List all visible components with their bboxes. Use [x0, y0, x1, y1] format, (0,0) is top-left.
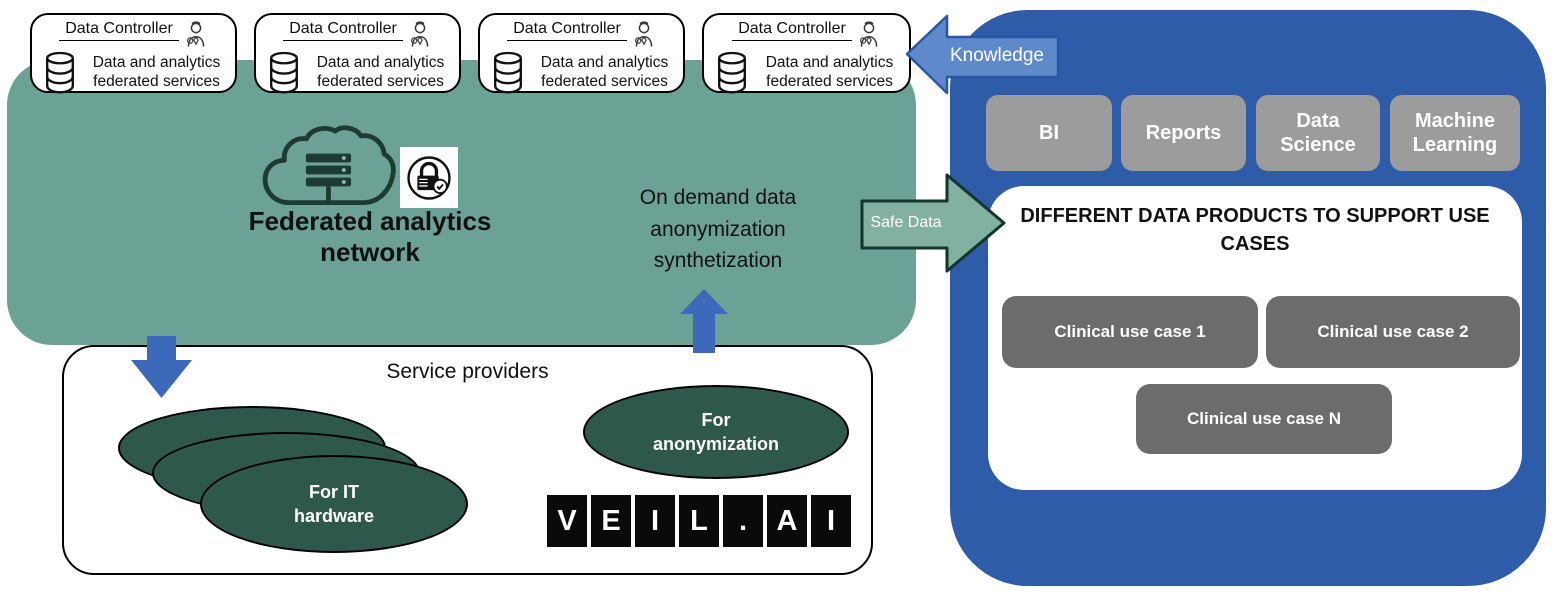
- data-controller-box-3: Data Controller Data and analytics feder…: [478, 13, 685, 94]
- person-icon: [859, 21, 878, 47]
- veil-letter: L: [679, 495, 719, 547]
- veil-letter: I: [635, 495, 675, 547]
- tool-button-data-science: Data Science: [1256, 95, 1380, 171]
- person-icon: [186, 21, 205, 47]
- use-cases-title: DIFFERENT DATA PRODUCTS TO SUPPORT USE C…: [1020, 205, 1490, 255]
- it-hardware-label: For IT hardware: [293, 481, 375, 526]
- person-icon: [634, 21, 653, 47]
- veil-letter: E: [591, 495, 631, 547]
- tool-button-bi: BI: [986, 95, 1112, 171]
- veil-letter: .: [723, 495, 763, 547]
- data-controller-box-1: Data Controller Data and analytics feder…: [30, 13, 237, 94]
- down-arrow-icon: [131, 336, 192, 398]
- lock-check-icon: [407, 155, 451, 200]
- anonymization-ellipse: For anonymization: [583, 385, 849, 479]
- federated-network-box: [7, 60, 916, 345]
- data-controller-subtitle: Data and analytics federated services: [540, 53, 669, 90]
- federated-network-title: Federated analytics network: [248, 206, 492, 268]
- clinical-use-case-1: Clinical use case 1: [1002, 296, 1258, 368]
- knowledge-arrow-label: Knowledge: [949, 45, 1045, 66]
- data-controller-subtitle: Data and analytics federated services: [92, 53, 221, 90]
- knowledge-arrow-icon: [905, 14, 1060, 95]
- lock-chip: [400, 147, 458, 208]
- data-controller-title: Data Controller: [283, 20, 403, 41]
- up-arrow-icon: [680, 289, 728, 353]
- data-controller-subtitle: Data and analytics federated services: [316, 53, 445, 90]
- tool-button-reports: Reports: [1121, 95, 1246, 171]
- database-icon: [270, 51, 298, 94]
- data-controller-box-4: Data Controller Data and analytics feder…: [702, 13, 911, 94]
- data-controller-title: Data Controller: [732, 20, 852, 41]
- on-demand-label: On demand data anonymization synthetizat…: [639, 186, 797, 272]
- veil-letter: V: [547, 495, 587, 547]
- clinical-use-case-2: Clinical use case 2: [1266, 296, 1520, 368]
- service-providers-title: Service providers: [386, 360, 549, 383]
- data-controller-title: Data Controller: [507, 20, 627, 41]
- database-icon: [718, 51, 746, 94]
- clinical-use-case-n: Clinical use case N: [1136, 384, 1392, 454]
- anonymization-label: For anonymization: [652, 409, 779, 454]
- cloud-server-icon: [262, 125, 396, 206]
- veil-ai-logo: V E I L . A I: [547, 495, 851, 547]
- veil-letter: I: [811, 495, 851, 547]
- tool-button-machine-learning: Machine Learning: [1390, 95, 1520, 171]
- safe-data-arrow-label: Safe Data: [870, 214, 942, 231]
- data-controller-title: Data Controller: [59, 20, 179, 41]
- it-hardware-ellipse: For IT hardware: [200, 455, 468, 553]
- data-controller-subtitle: Data and analytics federated services: [765, 53, 894, 90]
- data-controller-box-2: Data Controller Data and analytics feder…: [254, 13, 461, 94]
- database-icon: [46, 51, 74, 94]
- veil-letter: A: [767, 495, 807, 547]
- database-icon: [494, 51, 522, 94]
- person-icon: [410, 21, 429, 47]
- safe-data-arrow-icon: [860, 173, 1006, 273]
